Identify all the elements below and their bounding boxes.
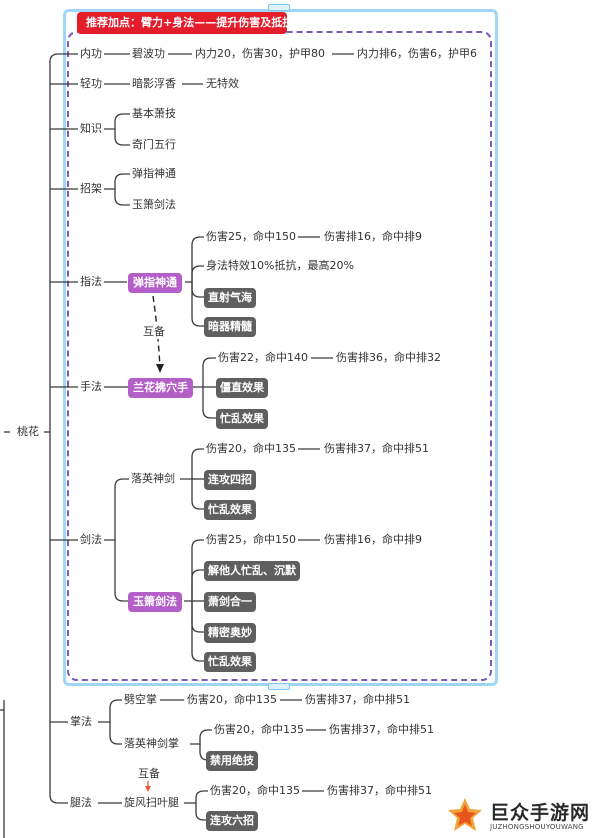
- jianfa-yuxiao-tag: 忙乱效果: [204, 652, 256, 672]
- branch-zhishi: 知识: [78, 121, 104, 137]
- branch-tuifa: 腿法: [68, 795, 94, 811]
- branch-zhangfa: 掌法: [68, 714, 94, 730]
- shoufa-tag: 忙乱效果: [216, 409, 268, 429]
- zhifa-special: 身法特效10%抵抗，最高20%: [204, 258, 356, 274]
- watermark-subtitle: JUZHONGSHOUYOUWANG: [490, 823, 584, 831]
- shoufa-tag: 僵直效果: [216, 378, 268, 398]
- watermark-title: 巨众手游网: [490, 802, 591, 824]
- branch-jianfa: 剑法: [78, 532, 104, 548]
- zhifa-stats: 伤害25，命中150: [204, 229, 298, 245]
- zhishi-item: 基本萧技: [130, 106, 178, 122]
- zhishi-item: 奇门五行: [130, 137, 178, 153]
- branch-shoufa: 手法: [78, 379, 104, 395]
- branch-qinggong: 轻功: [78, 76, 104, 92]
- jianfa-luoying-stats: 伤害20，命中135: [204, 441, 298, 457]
- watermark-logo-icon: [448, 798, 482, 831]
- shoufa-skill-node: 兰花拂穴手: [128, 378, 193, 398]
- frame-resize-handle-top[interactable]: [268, 4, 290, 11]
- recommendation-banner: 推荐加点：臂力+身法——提升伤害及抵抗: [77, 12, 293, 34]
- jianfa-luoying-tag: 连攻四招: [204, 470, 256, 490]
- jianfa-luoying-skill: 落英神剑: [129, 471, 177, 487]
- tuifa-stats: 伤害20，命中135: [208, 783, 302, 799]
- jianfa-yuxiao-tag: 解他人忙乱、沉默: [204, 561, 300, 581]
- zhaojia-item: 玉箫剑法: [130, 197, 178, 213]
- zhangfa-luoying-skill: 落英神剑掌: [122, 736, 181, 752]
- zhifa-skill-node: 弹指神通: [128, 273, 182, 293]
- neigong-stats: 内力20，伤害30，护甲80: [193, 46, 327, 62]
- tuifa-tag: 连攻六招: [206, 811, 258, 831]
- zhaojia-item: 弹指神通: [130, 166, 178, 182]
- shoufa-ranks: 伤害排36，命中排32: [334, 350, 443, 366]
- neigong-skill: 碧波功: [130, 46, 167, 62]
- jianfa-yuxiao-ranks: 伤害排16，命中排9: [322, 532, 424, 548]
- zhangfa-luoying-ranks: 伤害排37，命中排51: [327, 722, 436, 738]
- zhangfa-pikong-skill: 劈空掌: [122, 692, 159, 708]
- jianfa-yuxiao-tag: 萧剑合一: [204, 592, 256, 612]
- qinggong-skill: 暗影浮香: [130, 76, 178, 92]
- root-node: 桃花: [15, 424, 41, 440]
- frame-resize-handle-bottom[interactable]: [268, 683, 290, 690]
- mutual-label: 互备: [138, 765, 160, 781]
- qinggong-effect: 无特效: [204, 76, 241, 92]
- tuifa-skill: 旋风扫叶腿: [122, 795, 181, 811]
- zhangfa-pikong-stats: 伤害20，命中135: [185, 692, 279, 708]
- shoufa-stats: 伤害22，命中140: [216, 350, 310, 366]
- jianfa-luoying-tag: 忙乱效果: [204, 500, 256, 520]
- zhifa-tag: 直射气海: [204, 288, 256, 308]
- zhangfa-pikong-ranks: 伤害排37，命中排51: [303, 692, 412, 708]
- zhifa-ranks: 伤害排16，命中排9: [322, 229, 424, 245]
- branch-neigong: 内功: [78, 46, 104, 62]
- tuifa-ranks: 伤害排37，命中排51: [325, 783, 434, 799]
- jianfa-yuxiao-tag: 精密奥妙: [204, 623, 256, 643]
- branch-zhifa: 指法: [78, 274, 104, 290]
- jianfa-yuxiao-skill-node: 玉箫剑法: [128, 592, 182, 612]
- jianfa-yuxiao-stats: 伤害25，命中150: [204, 532, 298, 548]
- neigong-ranks: 内力排6，伤害6，护甲6: [355, 46, 479, 62]
- branch-zhaojia: 招架: [78, 181, 104, 197]
- mutual-label: 互备: [143, 323, 165, 339]
- zhangfa-luoying-stats: 伤害20，命中135: [212, 722, 306, 738]
- jianfa-luoying-ranks: 伤害排37，命中排51: [322, 441, 431, 457]
- zhangfa-luoying-tag: 禁用绝技: [206, 751, 258, 771]
- zhifa-tag: 暗器精髓: [204, 317, 256, 337]
